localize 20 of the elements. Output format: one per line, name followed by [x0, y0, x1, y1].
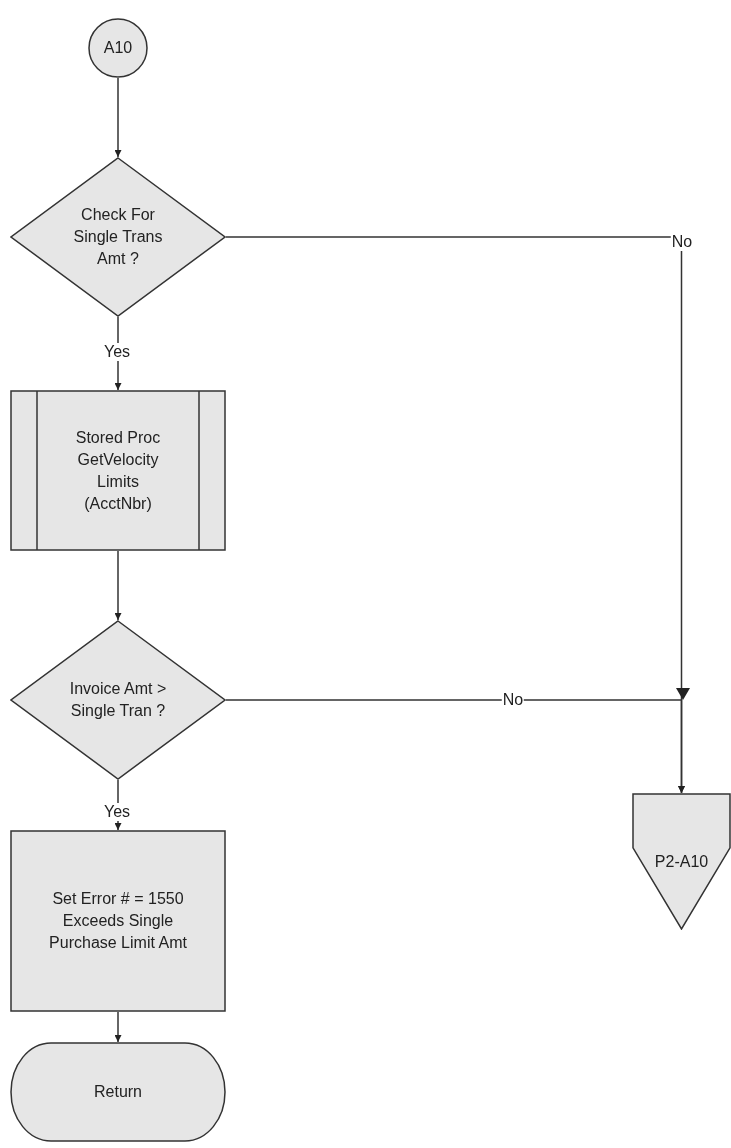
decision-diamond	[10, 157, 226, 317]
off-page-connector	[632, 793, 731, 930]
arrow	[114, 1011, 122, 1043]
node-text: A10	[103, 38, 133, 58]
arrow	[114, 77, 122, 158]
node-text: Return	[94, 1082, 142, 1102]
arrow	[225, 699, 685, 794]
edge-label: Yes	[102, 343, 132, 361]
node-text: P2-A10	[654, 851, 709, 872]
connector-circle	[88, 18, 148, 78]
edge-label: Yes	[102, 803, 132, 821]
arrow	[114, 550, 122, 621]
node-text: Check For Single Trans Amt ?	[72, 205, 164, 269]
edge-label: No	[670, 233, 694, 251]
node-text: Invoice Amt > Single Tran ?	[68, 679, 168, 721]
node-text: Stored Proc GetVelocity Limits (AcctNbr)	[74, 427, 162, 514]
process-box	[10, 830, 226, 1012]
decision-diamond	[10, 620, 226, 780]
subroutine-box	[10, 390, 226, 551]
node-text: Set Error # = 1550 Exceeds Single Purchase Limit Amt	[48, 889, 188, 953]
